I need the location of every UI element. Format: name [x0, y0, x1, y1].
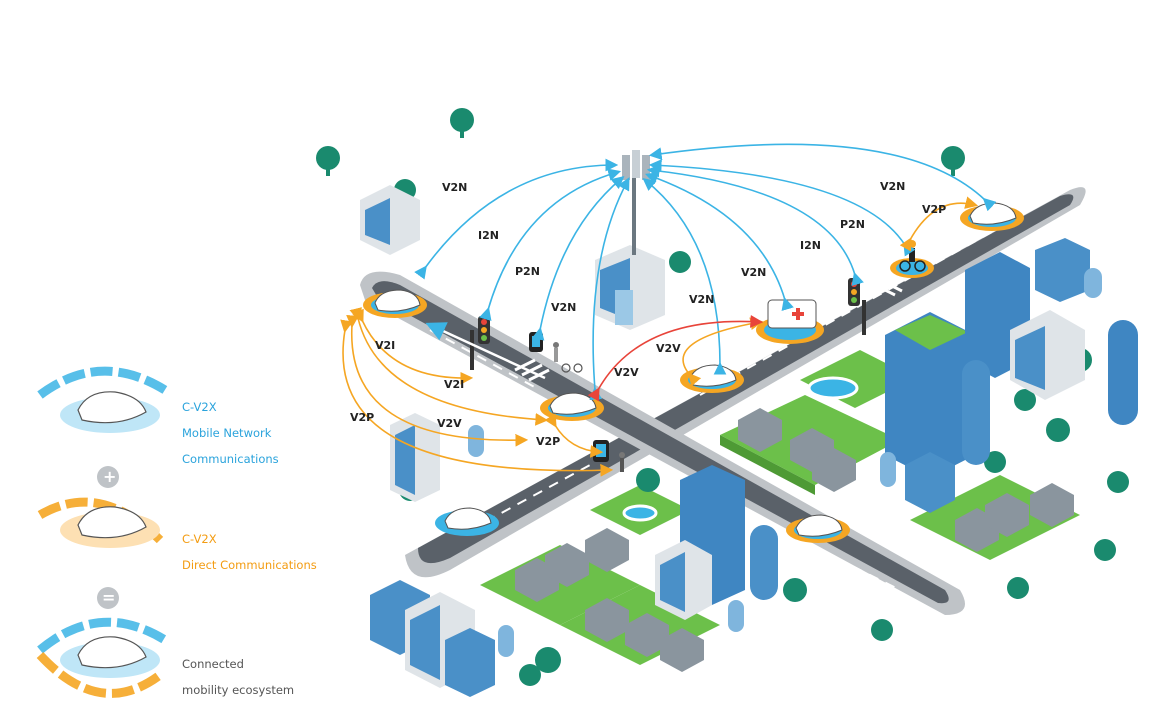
legend-mobile-line3: Communications: [182, 452, 279, 466]
label-v2v-left: V2V: [437, 417, 462, 430]
legend-direct-car: [37, 497, 164, 548]
legend-direct-line2: Direct Communications: [182, 558, 317, 572]
legend-ecosystem-line1: Connected: [182, 657, 244, 671]
label-v2v-mid: V2V: [614, 366, 639, 379]
pools: [622, 376, 859, 522]
legend-direct: C-V2X Direct Communications: [30, 520, 330, 572]
label-v2p-center: V2P: [536, 435, 560, 448]
label-v2n-top-right: V2N: [880, 180, 905, 193]
label-v2v-right: V2V: [656, 342, 681, 355]
car-lower-left: [435, 507, 499, 536]
legend-mobile: C-V2X Mobile Network Communications: [30, 388, 330, 466]
label-p2n: P2N: [515, 265, 540, 278]
legend-equals-circle: [97, 587, 119, 609]
car-mid-right: [680, 364, 744, 393]
label-v2p-top-right: V2P: [922, 203, 946, 216]
legend-ecosystem: Connected mobility ecosystem: [30, 645, 330, 697]
label-v2n-mid: V2N: [551, 301, 576, 314]
legend-equals: =: [102, 588, 115, 607]
legend-graphics: + =: [36, 366, 168, 698]
label-p2n-right: P2N: [840, 218, 865, 231]
label-v2n-right: V2N: [689, 293, 714, 306]
legend-ecosystem-car: [36, 617, 168, 698]
legend-mobile-line1: C-V2X: [182, 400, 217, 414]
cyclist: [890, 240, 934, 278]
v2v-red-arrow: [587, 315, 764, 402]
legend-ecosystem-line2: mobility ecosystem: [182, 683, 295, 697]
network-arrows: [414, 143, 997, 401]
lane-arrow: [425, 322, 546, 380]
label-v2p-left: V2P: [350, 411, 374, 424]
label-i2n-left: I2N: [478, 229, 499, 242]
legend-plus-circle: [97, 466, 119, 488]
legend-mobile-car: [37, 366, 168, 433]
label-i2n-right: I2N: [800, 239, 821, 252]
label-v2i-1: V2I: [375, 339, 395, 352]
ambulance: [756, 299, 824, 344]
legend-direct-line1: C-V2X: [182, 532, 217, 546]
legend-direct-text: C-V2X Direct Communications: [182, 520, 317, 585]
label-v2n-center: V2N: [741, 266, 766, 279]
legend-mobile-text: C-V2X Mobile Network Communications: [182, 388, 279, 479]
link-labels: V2N I2N P2N V2N V2N V2N I2N P2N V2N V2P …: [350, 180, 946, 448]
houses: [515, 408, 1074, 672]
car-lower-right: [786, 514, 850, 543]
legend-plus: +: [103, 467, 116, 486]
legend-ecosystem-text: Connected mobility ecosystem: [182, 645, 294, 710]
car-top-right: [960, 202, 1024, 231]
cell-tower: [622, 150, 650, 255]
label-v2i-2: V2I: [444, 378, 464, 391]
label-v2n-top-left: V2N: [442, 181, 467, 194]
legend-mobile-line2: Mobile Network: [182, 426, 272, 440]
